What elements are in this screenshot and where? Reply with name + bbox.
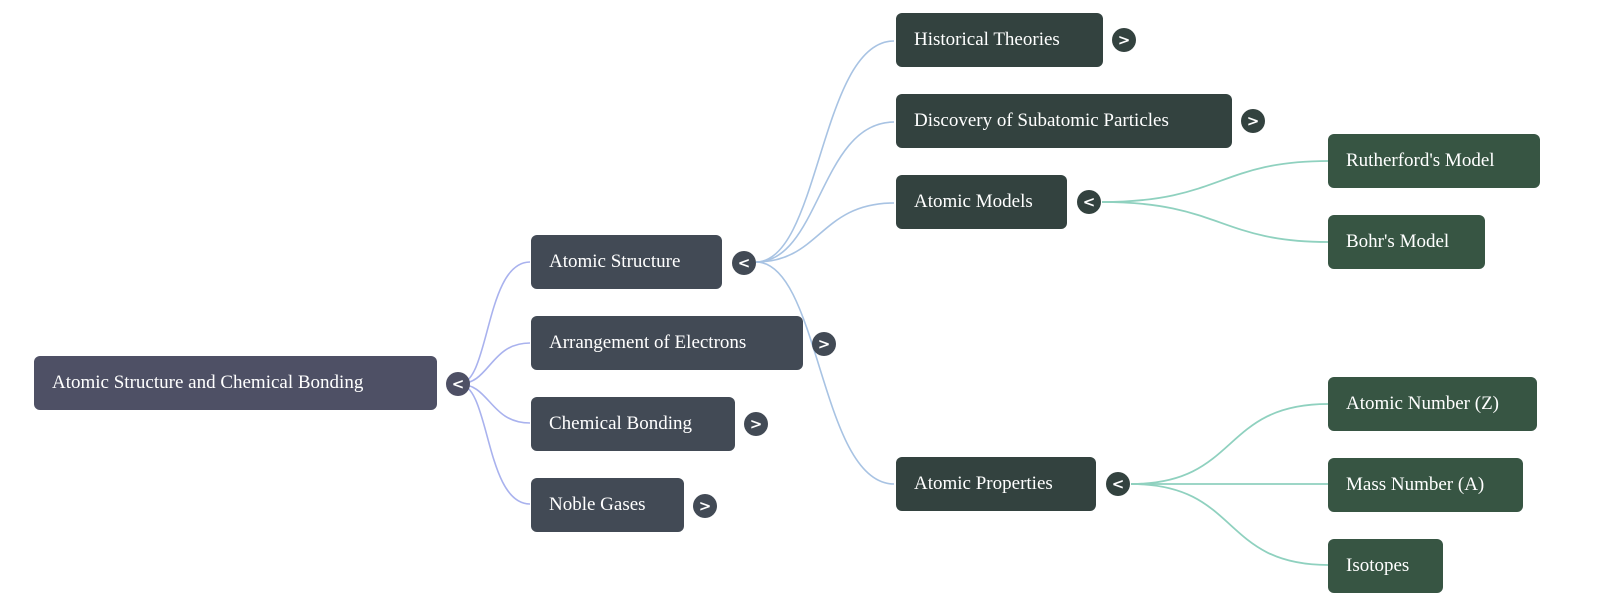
- node-label: Bohr's Model: [1346, 231, 1450, 252]
- edge-atomic-properties-to-isotopes: [1130, 483, 1329, 566]
- node-label: Historical Theories: [914, 29, 1060, 50]
- node-label: Mass Number (A): [1346, 474, 1485, 495]
- node-label: Arrangement of Electrons: [549, 332, 747, 353]
- collapse-toggle-icon[interactable]: <: [446, 372, 470, 396]
- node-label: Chemical Bonding: [549, 413, 693, 434]
- expand-toggle-icon[interactable]: >: [1112, 28, 1136, 52]
- node-mass-number[interactable]: Mass Number (A): [1328, 458, 1523, 512]
- node-atomic-properties[interactable]: Atomic Properties: [896, 457, 1096, 511]
- edge-atomic-properties-to-atomic-number: [1130, 403, 1329, 485]
- node-historical-theories[interactable]: Historical Theories: [896, 13, 1103, 67]
- edge-atomic-models-to-rutherford: [1101, 160, 1329, 203]
- node-noble-gases[interactable]: Noble Gases: [531, 478, 684, 532]
- node-label: Rutherford's Model: [1346, 150, 1495, 171]
- edge-atomic-structure-to-atomic-models: [755, 202, 895, 263]
- edge-root-to-atomic-structure: [458, 261, 531, 385]
- edge-root-to-arrangement-of-electrons: [458, 342, 531, 385]
- edge-atomic-models-to-bohr: [1101, 201, 1329, 243]
- node-label: Atomic Structure: [549, 251, 681, 272]
- expand-toggle-icon[interactable]: >: [693, 494, 717, 518]
- node-label: Atomic Properties: [914, 473, 1053, 494]
- node-discovery-of-subatomic-particles[interactable]: Discovery of Subatomic Particles: [896, 94, 1232, 148]
- collapse-toggle-icon[interactable]: <: [1106, 472, 1130, 496]
- root-node[interactable]: Atomic Structure and Chemical Bonding: [34, 356, 437, 410]
- node-rutherfords-model[interactable]: Rutherford's Model: [1328, 134, 1540, 188]
- node-label: Atomic Number (Z): [1346, 393, 1500, 414]
- node-label: Atomic Models: [914, 191, 1033, 212]
- node-atomic-models[interactable]: Atomic Models: [896, 175, 1067, 229]
- node-label: Discovery of Subatomic Particles: [914, 110, 1169, 131]
- node-label: Noble Gases: [549, 494, 646, 515]
- node-bohrs-model[interactable]: Bohr's Model: [1328, 215, 1485, 269]
- root-node-label: Atomic Structure and Chemical Bonding: [52, 372, 364, 393]
- node-label: Isotopes: [1346, 555, 1410, 576]
- node-arrangement-of-electrons[interactable]: Arrangement of Electrons: [531, 316, 803, 370]
- expand-toggle-icon[interactable]: >: [1241, 109, 1265, 133]
- edge-root-to-noble-gases: [458, 383, 531, 505]
- node-atomic-number[interactable]: Atomic Number (Z): [1328, 377, 1537, 431]
- edge-root-to-chemical-bonding: [458, 383, 531, 424]
- node-atomic-structure[interactable]: Atomic Structure: [531, 235, 722, 289]
- edge-atomic-structure-to-historical-theories: [755, 40, 895, 263]
- expand-toggle-icon[interactable]: >: [812, 332, 836, 356]
- collapse-toggle-icon[interactable]: <: [1077, 190, 1101, 214]
- edge-atomic-structure-to-atomic-properties: [755, 261, 895, 485]
- edge-atomic-structure-to-discovery: [755, 121, 895, 263]
- collapse-toggle-icon[interactable]: <: [732, 251, 756, 275]
- expand-toggle-icon[interactable]: >: [744, 412, 768, 436]
- node-isotopes[interactable]: Isotopes: [1328, 539, 1443, 593]
- node-chemical-bonding[interactable]: Chemical Bonding: [531, 397, 735, 451]
